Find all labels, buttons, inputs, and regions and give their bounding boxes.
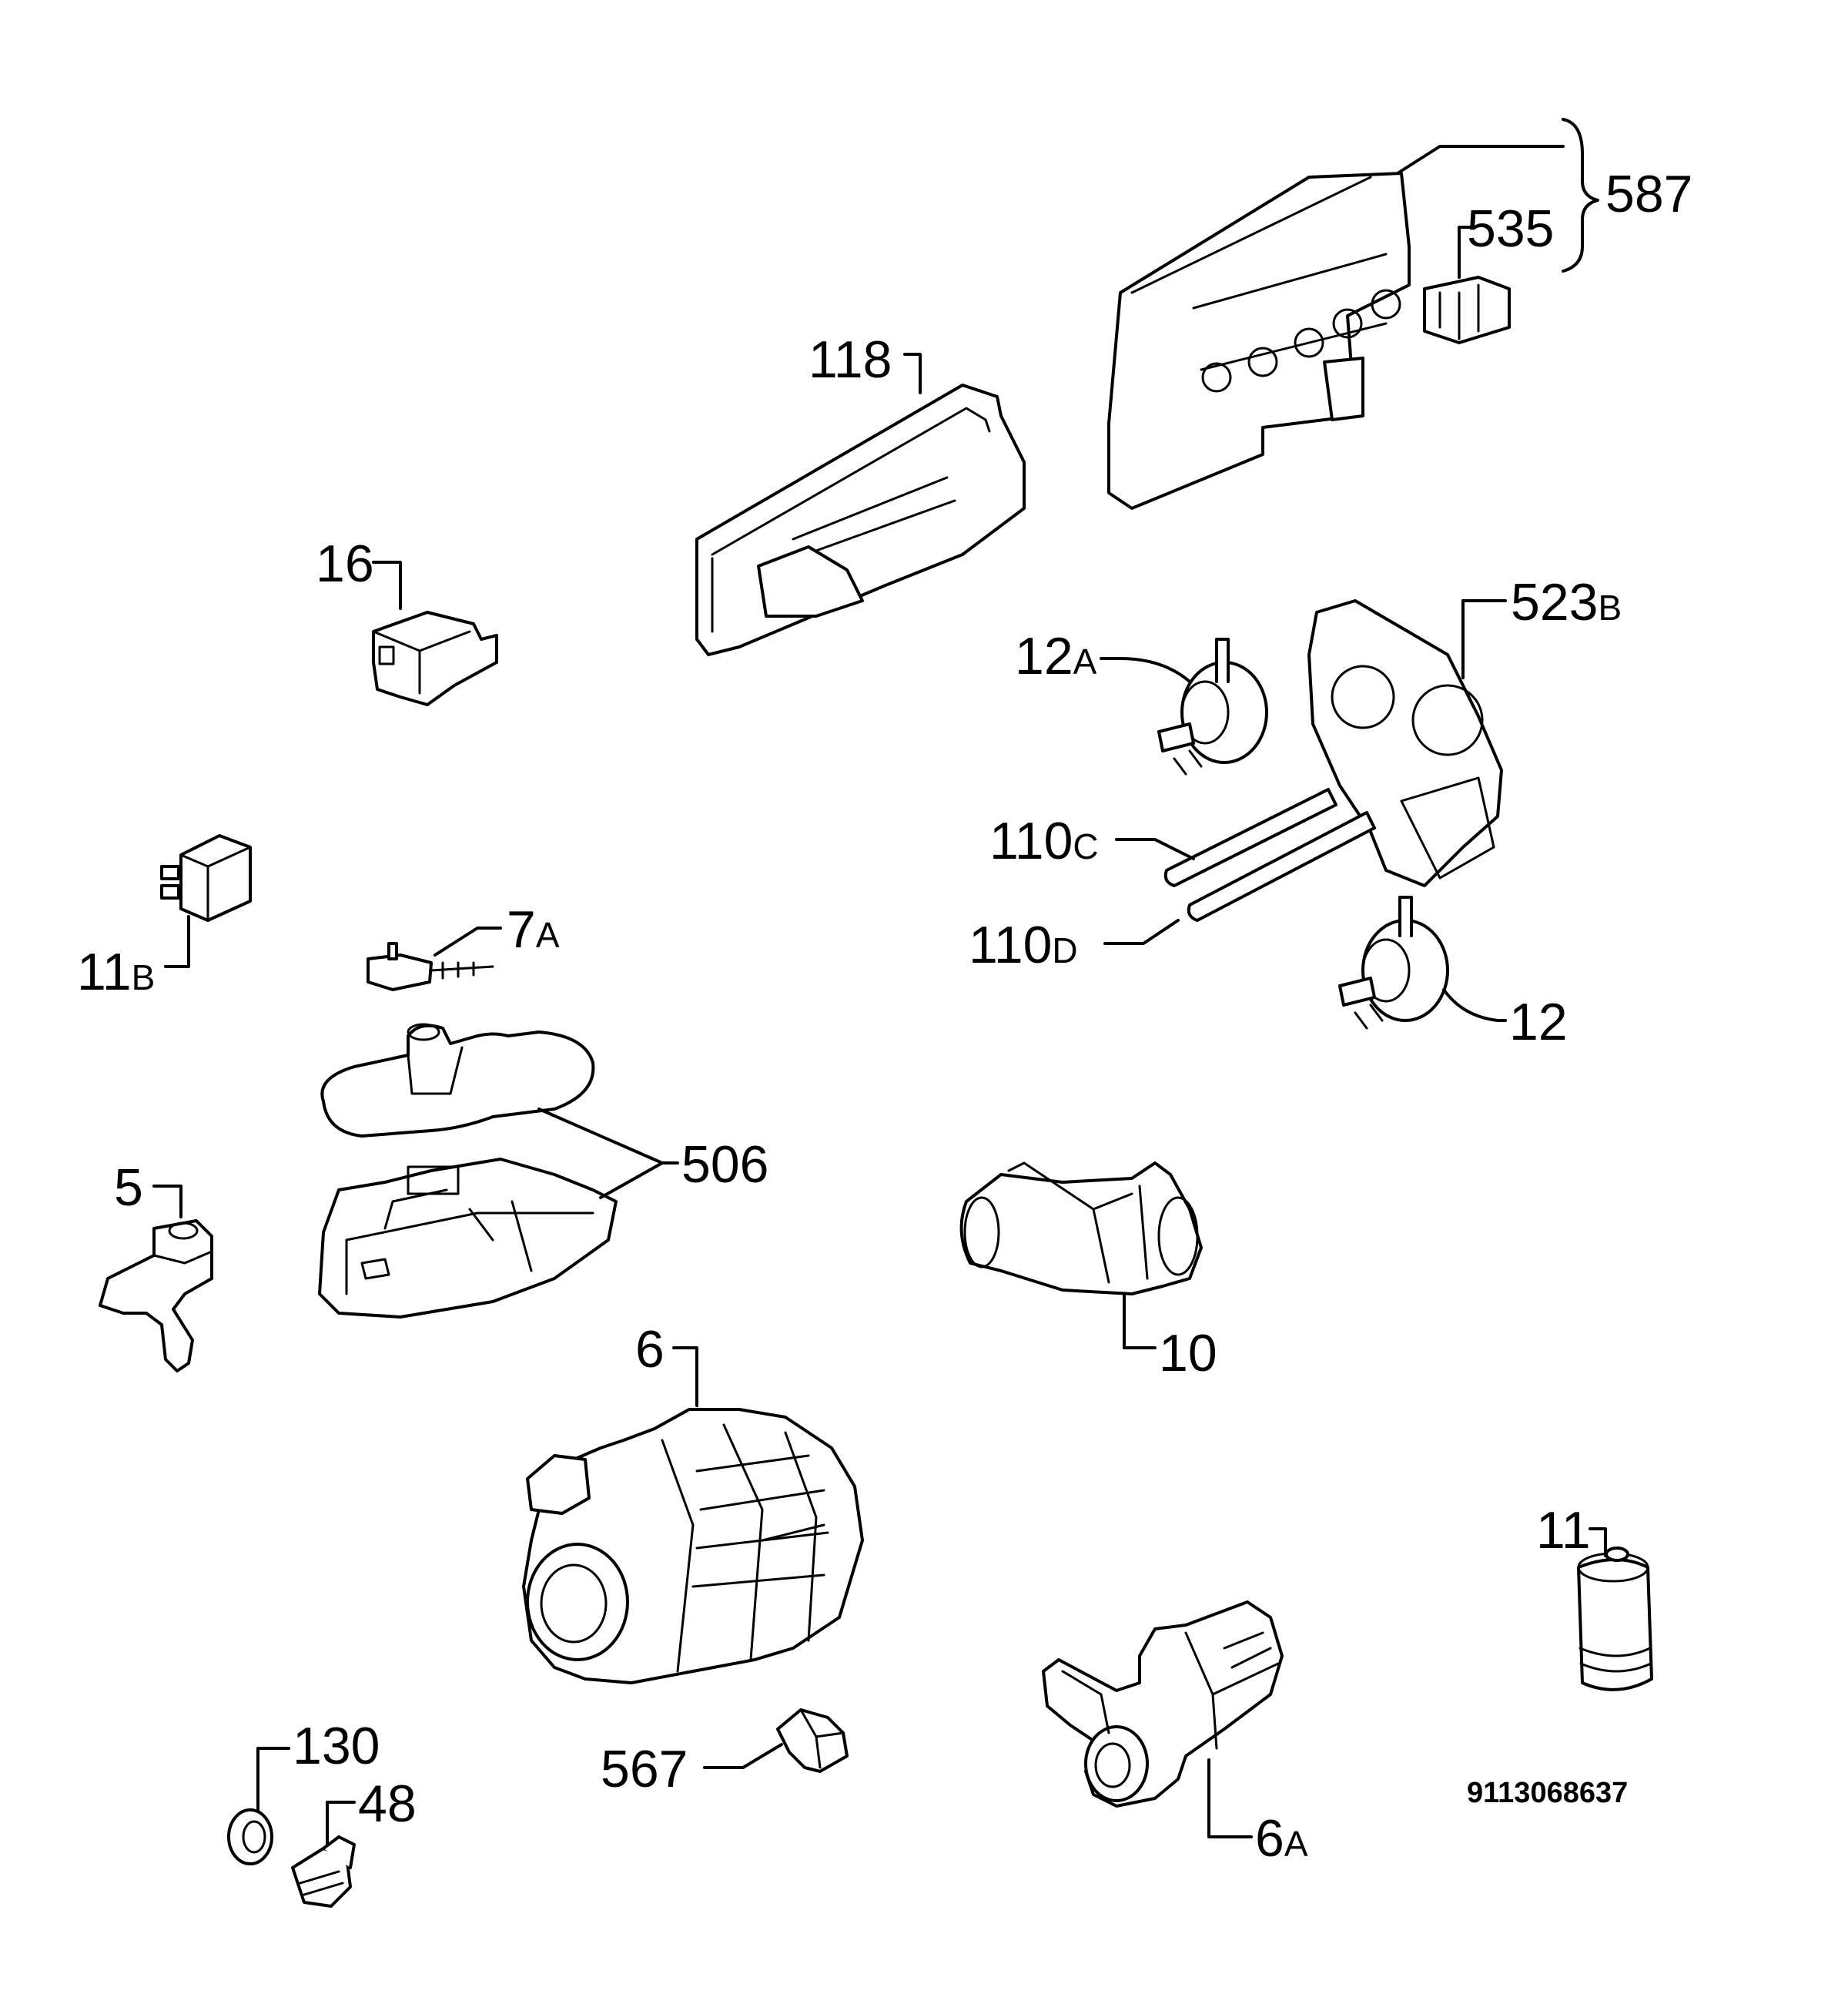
label-11: 11 — [1536, 1501, 1591, 1560]
label-6: 6 — [635, 1320, 665, 1379]
label-16: 16 — [316, 535, 374, 593]
leader-523b — [1461, 599, 1507, 679]
part-12a-pressure-switch — [1157, 638, 1268, 776]
part-11b-relay — [160, 834, 252, 922]
leader-5 — [152, 1185, 182, 1218]
part-7a-level-sensor — [367, 942, 494, 991]
label-12a-suffix: A — [1073, 642, 1097, 682]
part-110c-hose — [1163, 788, 1337, 887]
leader-11b — [164, 915, 190, 968]
part-6-circulation-pump — [522, 1408, 864, 1684]
leader-48 — [326, 1801, 356, 1846]
diagram-code: 9113068637 — [1467, 1777, 1628, 1809]
leader-16 — [372, 561, 402, 610]
label-11b-suffix: B — [132, 957, 156, 997]
label-587: 587 — [1605, 165, 1692, 223]
label-11b: 11B — [77, 943, 155, 1001]
leader-567 — [703, 1743, 783, 1769]
label-5: 5 — [114, 1158, 143, 1217]
part-6a-drain-pump — [1042, 1600, 1284, 1808]
part-11-capacitor — [1577, 1547, 1653, 1691]
part-12-pressure-switch — [1338, 896, 1449, 1030]
label-7a: 7A — [507, 900, 560, 959]
part-48-plug — [291, 1835, 356, 1908]
part-110d-hose — [1187, 811, 1376, 922]
label-535: 535 — [1467, 199, 1554, 258]
leader-535 — [1458, 226, 1476, 279]
label-110d-suffix: D — [1052, 930, 1077, 970]
part-5-inlet-valve — [99, 1219, 213, 1372]
label-506: 506 — [681, 1135, 768, 1194]
label-12a-number: 12 — [1015, 627, 1073, 685]
label-567: 567 — [601, 1740, 688, 1798]
label-523b-suffix: B — [1598, 588, 1622, 628]
part-10-heater-unit — [959, 1161, 1203, 1295]
leader-506 — [537, 1108, 679, 1199]
leader-12a — [1100, 657, 1191, 683]
label-12a: 12A — [1015, 627, 1097, 685]
label-6a-number: 6 — [1255, 1809, 1284, 1868]
label-12: 12 — [1509, 993, 1568, 1051]
leader-6 — [672, 1346, 698, 1407]
label-110d: 110D — [969, 916, 1078, 974]
part-567-clip — [776, 1708, 849, 1773]
label-110c-number: 110 — [989, 812, 1073, 870]
label-7a-number: 7 — [507, 900, 536, 959]
label-110c-suffix: C — [1073, 826, 1098, 866]
leader-11 — [1589, 1527, 1607, 1557]
leader-587 — [1396, 145, 1565, 175]
part-587-control-module — [1107, 172, 1411, 510]
label-110c: 110C — [989, 812, 1099, 870]
label-6a-suffix: A — [1284, 1824, 1308, 1864]
label-110d-number: 110 — [969, 916, 1052, 974]
label-7a-suffix: A — [536, 915, 560, 955]
leader-110d — [1103, 919, 1180, 945]
label-130: 130 — [293, 1717, 380, 1775]
label-6a: 6A — [1255, 1809, 1308, 1868]
part-506-lower-tray — [318, 1158, 618, 1319]
leader-7a — [434, 927, 502, 957]
label-11b-number: 11 — [77, 943, 132, 1001]
label-523b: 523B — [1511, 573, 1622, 632]
part-523b-support-bracket — [1307, 599, 1503, 887]
leader-118 — [903, 353, 922, 394]
label-10: 10 — [1159, 1324, 1217, 1382]
label-118: 118 — [808, 330, 892, 389]
part-535-connector — [1423, 276, 1511, 344]
label-523b-number: 523 — [1511, 573, 1598, 632]
part-118-dispenser — [695, 384, 1026, 656]
brace-587 — [1562, 118, 1599, 273]
part-130-seal-ring — [227, 1808, 273, 1865]
leader-6a — [1207, 1758, 1253, 1838]
leader-12 — [1442, 988, 1507, 1022]
leader-130 — [256, 1747, 290, 1811]
leader-10 — [1123, 1292, 1157, 1349]
leader-110c — [1115, 838, 1195, 860]
label-48: 48 — [358, 1774, 417, 1833]
part-16-door-switch — [372, 611, 498, 706]
part-506-upper-cover — [320, 1023, 595, 1138]
